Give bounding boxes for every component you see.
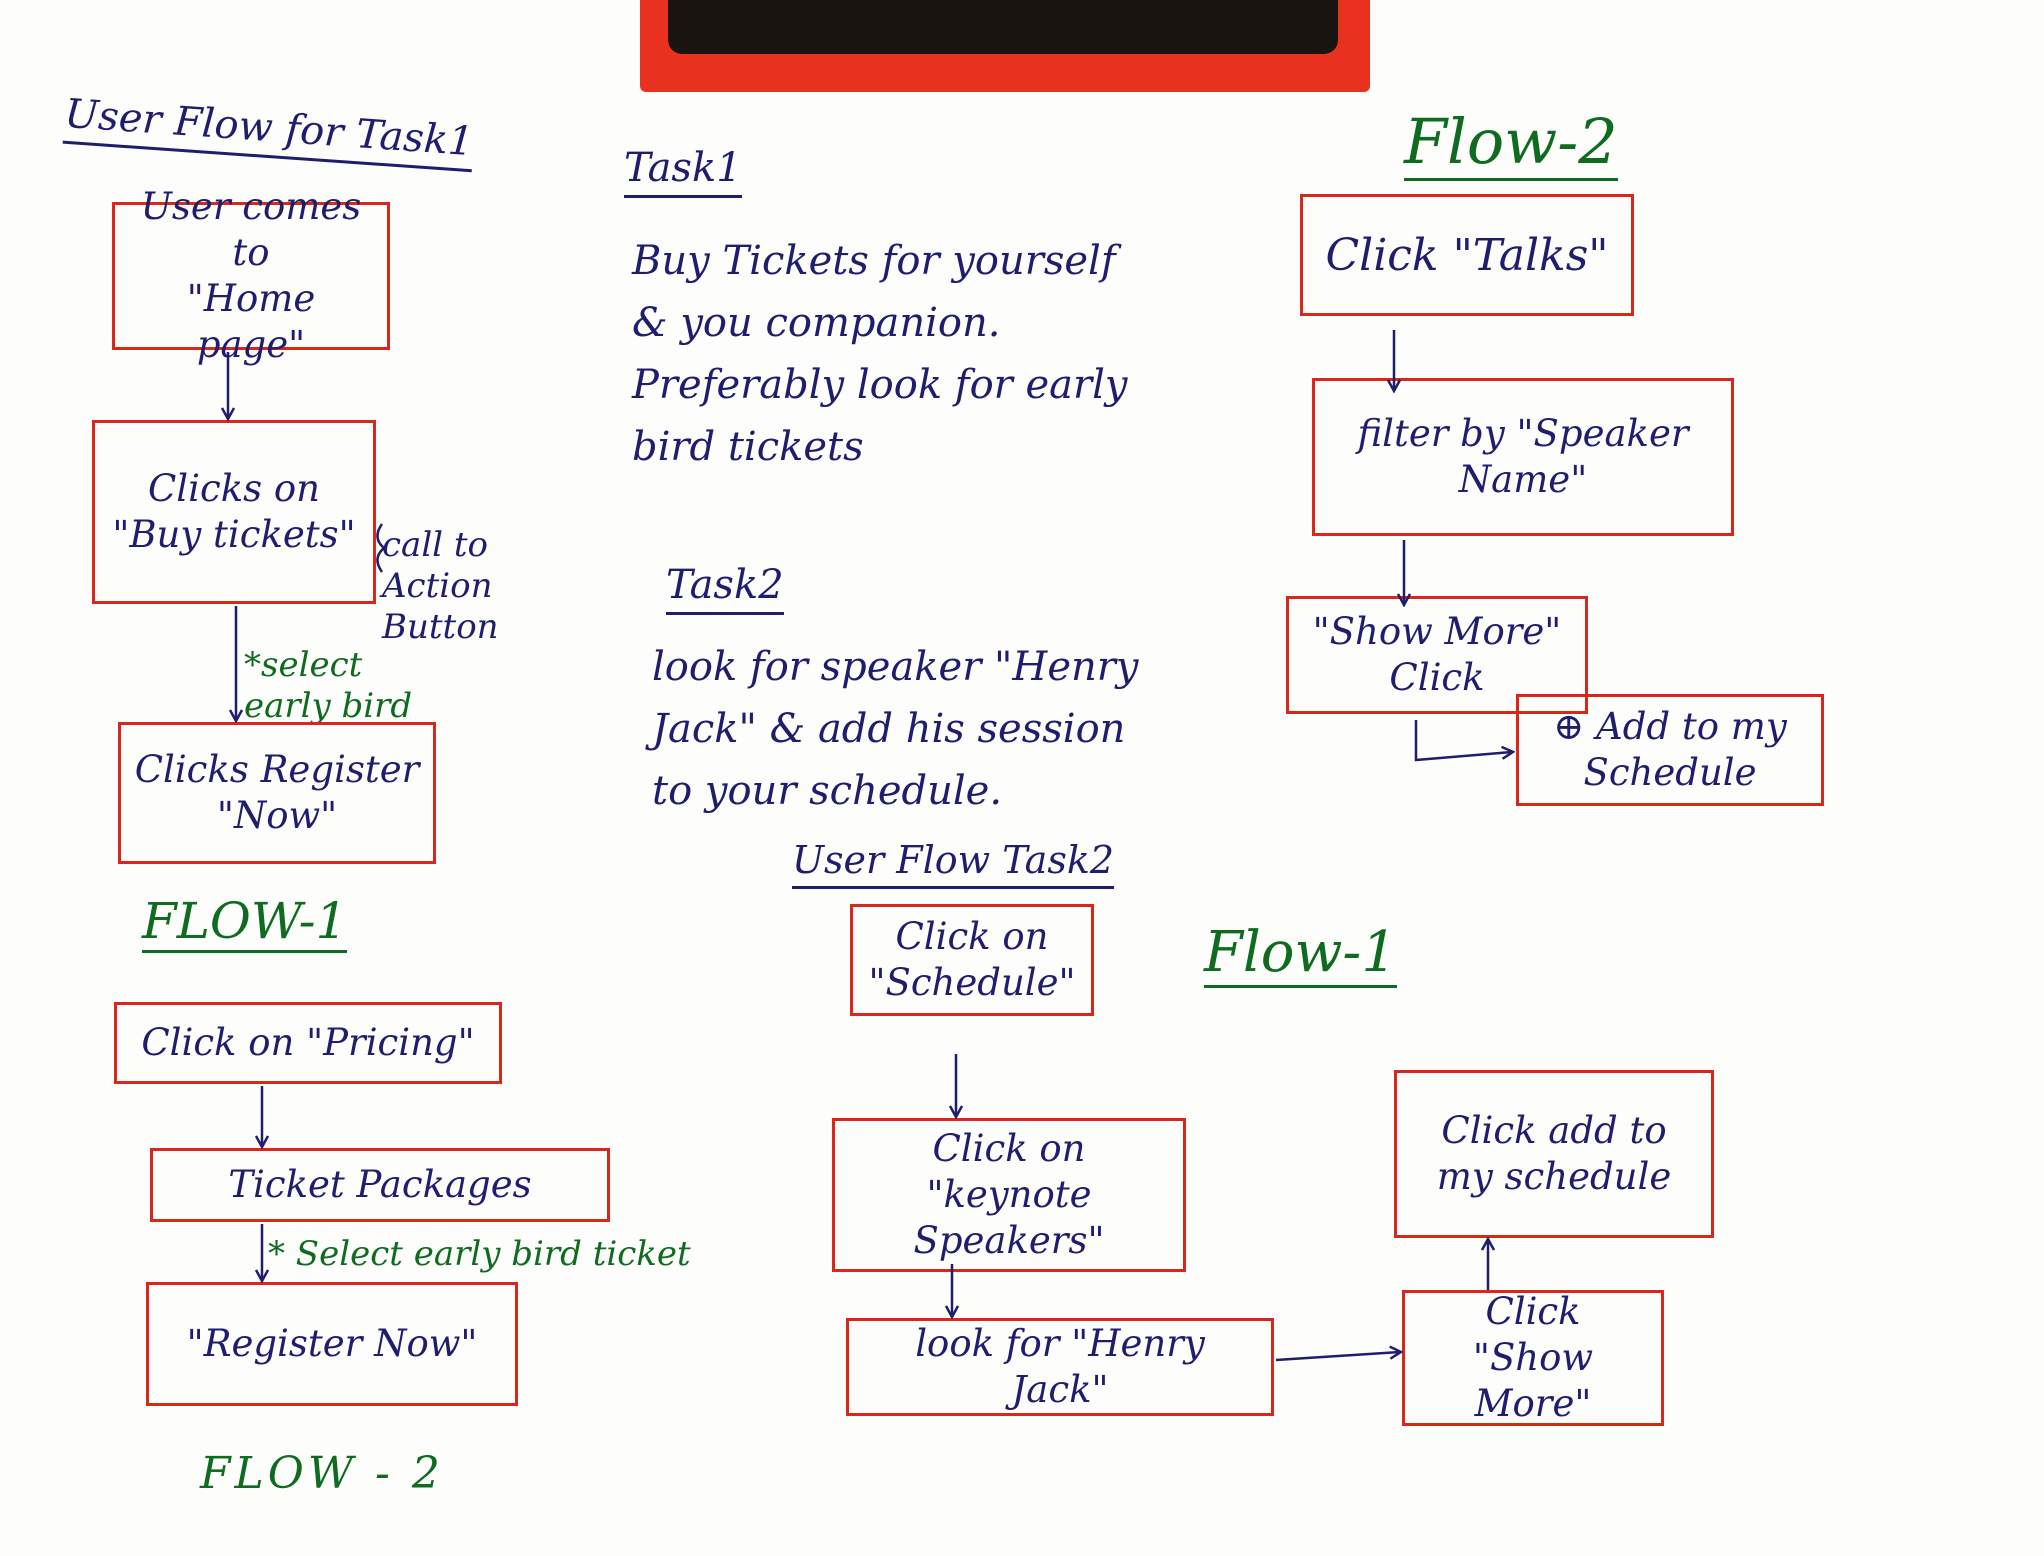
task1-flow2-label: FLOW - 2 — [200, 1448, 444, 1499]
task2-flow-title: User Flow Task2 — [792, 838, 1115, 889]
whiteboard-frame — [640, 0, 1370, 92]
flow-box-add-to-my-schedule: ⊕ Add to my Schedule — [1516, 694, 1824, 806]
flow-box-pricing: Click on "Pricing" — [114, 1002, 502, 1084]
early-bird-note: *select early bird — [244, 645, 413, 726]
flow-box-keynote-speakers: Click on "keynote Speakers" — [832, 1118, 1186, 1272]
flow-box-register-now-2: "Register Now" — [146, 1282, 518, 1406]
task1-flow1-title: FLOW-1 — [142, 892, 348, 953]
task1-description: Buy Tickets for yourself & you companion… — [632, 238, 1128, 470]
flow-box-show-more-2: "Show More" Click — [1286, 596, 1588, 714]
arrow-henry-to-showmore — [1275, 1352, 1400, 1362]
task2-flow2-title: Flow-2 — [1404, 105, 1618, 181]
task2-heading: Task2 — [666, 562, 784, 615]
flow-box-add-to-schedule: Click add to my schedule — [1394, 1070, 1714, 1238]
arrow-showmore-to-add-schedule — [1414, 720, 1512, 762]
flow-box-show-more: Click "Show More" — [1402, 1290, 1664, 1426]
cta-note: call to Action Button — [382, 525, 499, 647]
flow-box-talks: Click "Talks" — [1300, 194, 1634, 316]
flow-box-schedule: Click on "Schedule" — [850, 904, 1094, 1016]
select-early-bird-note: * Select early bird ticket — [268, 1234, 691, 1274]
flow-box-home-page: User comes to "Home page" — [112, 185, 390, 366]
whiteboard-screen — [668, 0, 1338, 54]
task2-flow1-title: Flow-1 — [1204, 920, 1397, 988]
task1-flow-title: User Flow for Task1 — [62, 90, 475, 173]
flow-box-filter-speaker: filter by "Speaker Name" — [1312, 378, 1734, 536]
flow-box-henry-jack: look for "Henry Jack" — [846, 1318, 1274, 1416]
task2-description: look for speaker "Henry Jack" & add his … — [652, 644, 1139, 814]
flow-box-buy-tickets: Clicks on "Buy tickets" — [92, 420, 376, 604]
flow-box-register-now: Clicks Register "Now" — [118, 722, 436, 864]
flow-box-ticket-packages: Ticket Packages — [150, 1148, 610, 1222]
task1-heading: Task1 — [624, 145, 742, 198]
